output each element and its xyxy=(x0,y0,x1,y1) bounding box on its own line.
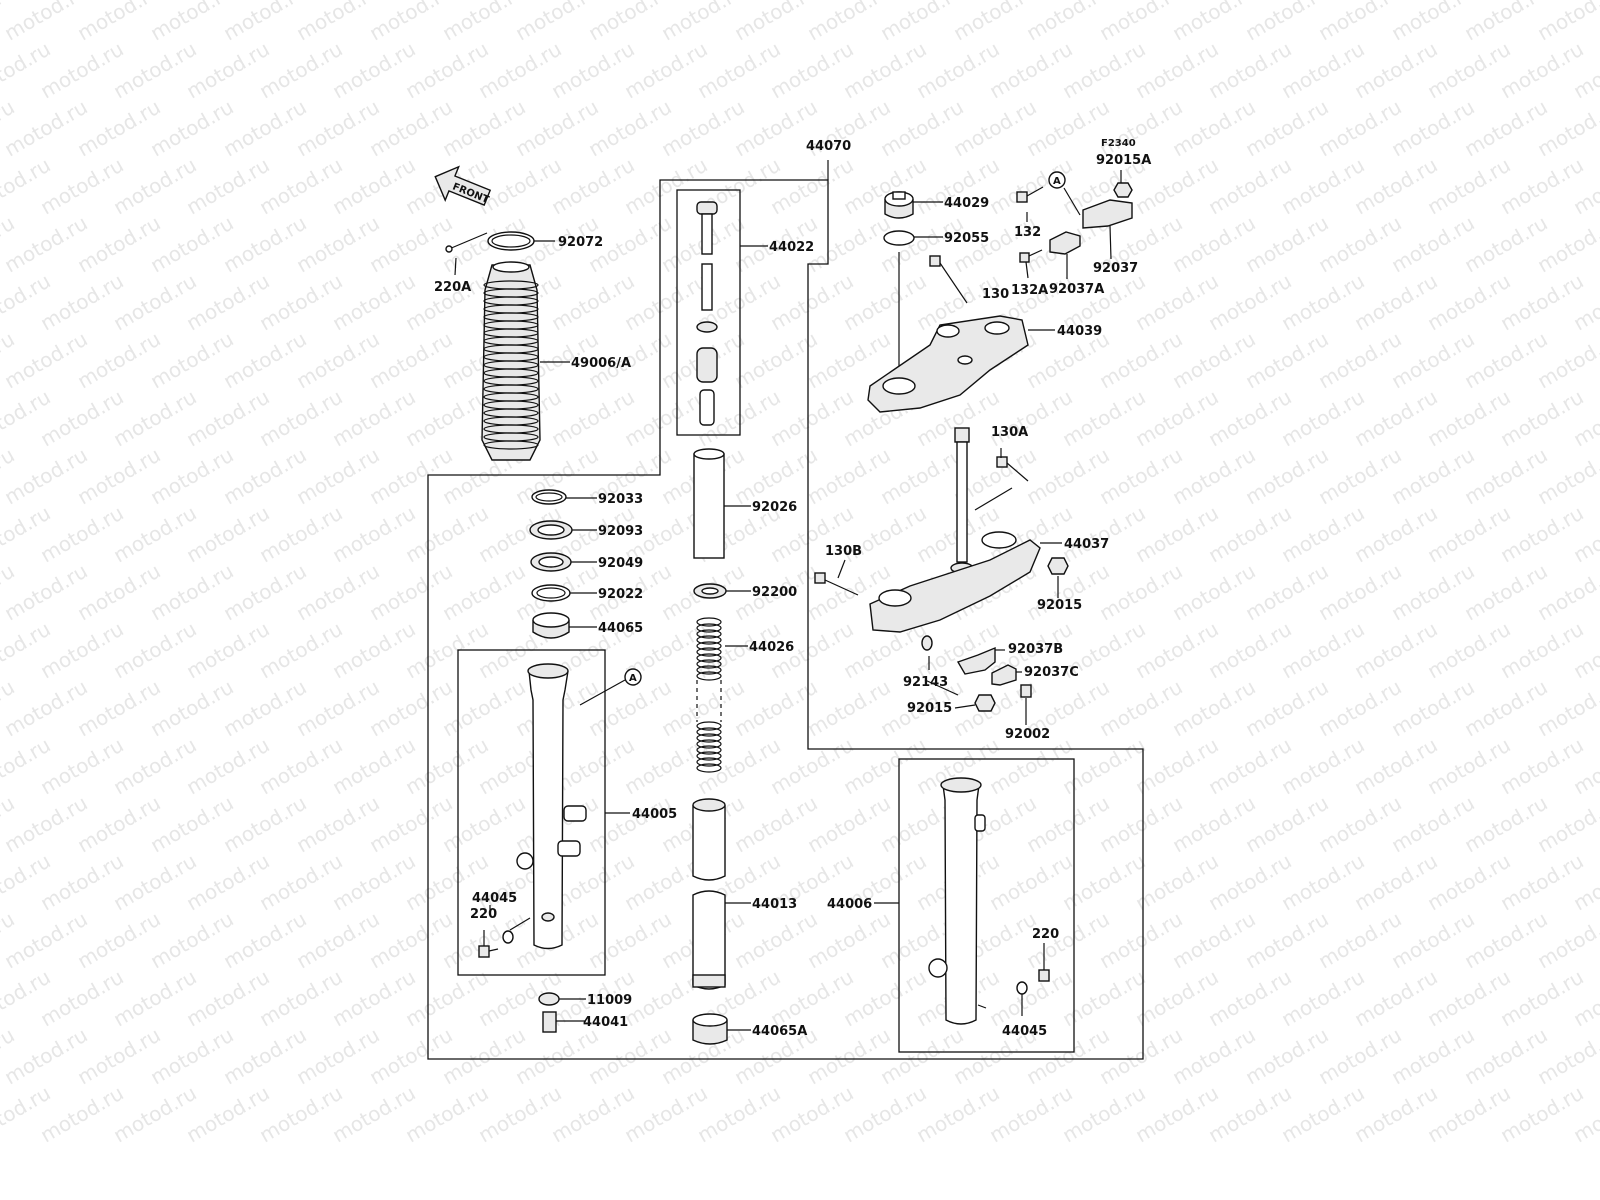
drain-bolt-44041 xyxy=(542,1011,557,1033)
callout-220b: 220 xyxy=(1032,927,1059,942)
bolt-92002 xyxy=(1020,684,1032,698)
callout-92049: 92049 xyxy=(598,556,643,571)
svg-text:A: A xyxy=(629,673,637,684)
inner-tube-92026 xyxy=(693,448,725,559)
bolt-220-left xyxy=(478,945,499,958)
o-ring-92055 xyxy=(883,230,915,246)
washer-11009 xyxy=(538,992,560,1006)
fork-assembly-outline xyxy=(427,179,1144,1060)
callout-92072: 92072 xyxy=(558,235,603,250)
callout-92055: 92055 xyxy=(944,231,989,246)
nut-92015 xyxy=(1047,557,1069,575)
callout-44065: 44065 xyxy=(598,621,643,636)
callout-labels: 44070 F2340 92015A 44029 92055 132 132A … xyxy=(434,138,1151,1039)
bolt-130 xyxy=(929,255,968,304)
callout-44037: 44037 xyxy=(1064,537,1109,552)
bracket-92037B xyxy=(956,646,996,675)
callout-130A: 130A xyxy=(991,425,1028,440)
callout-44045b: 44045 xyxy=(1002,1024,1047,1039)
callout-44039: 44039 xyxy=(1057,324,1102,339)
nut-92015A xyxy=(1113,182,1133,198)
callout-44045: 44045 xyxy=(472,891,517,906)
callout-F2340: F2340 xyxy=(1101,138,1136,149)
callout-92015: 92015 xyxy=(1037,598,1082,613)
washer-92143 xyxy=(921,635,933,651)
callout-44013: 44013 xyxy=(752,897,797,912)
bracket-92037 xyxy=(1082,199,1133,229)
bracket-92037A xyxy=(1049,231,1081,255)
bolt-130B xyxy=(814,572,859,596)
cap-bolt-44029 xyxy=(884,191,914,219)
damper-rod-44022 xyxy=(696,201,718,426)
ref-marker-A-right: A xyxy=(1048,171,1066,189)
washer-92200 xyxy=(693,583,727,599)
callout-132A: 132A xyxy=(1011,283,1048,298)
callout-44006: 44006 xyxy=(827,897,872,912)
inner-tube-44013 xyxy=(692,798,726,990)
spring-44026 xyxy=(696,617,722,773)
bolt-132 xyxy=(1016,186,1044,203)
callout-92037B: 92037B xyxy=(1008,642,1063,657)
damper-group-box xyxy=(676,189,741,436)
svg-text:A: A xyxy=(1053,176,1061,187)
callout-220A: 220A xyxy=(434,280,471,295)
callout-44065A: 44065A xyxy=(752,1024,807,1039)
callout-44026: 44026 xyxy=(749,640,794,655)
washer-44045-left xyxy=(502,930,514,944)
leader-lines xyxy=(454,170,1122,1031)
callout-49006A: 49006/A xyxy=(571,356,631,371)
circlip-92033 xyxy=(531,489,567,505)
clamp-92072 xyxy=(487,231,535,251)
callout-92002: 92002 xyxy=(1005,727,1050,742)
callout-92200: 92200 xyxy=(752,585,797,600)
washer-44045-right xyxy=(1016,981,1028,995)
screw-220A xyxy=(445,232,488,253)
bolt-220-right xyxy=(1038,969,1050,982)
nut-92015b xyxy=(974,694,996,712)
callout-92015A: 92015A xyxy=(1096,153,1151,168)
callout-92015b: 92015 xyxy=(907,701,952,716)
fork-boot-49006 xyxy=(481,261,541,461)
callout-130B: 130B xyxy=(825,544,862,559)
guide-bush-44065 xyxy=(532,612,570,639)
callout-92143: 92143 xyxy=(903,675,948,690)
bush-44065A xyxy=(692,1013,728,1045)
callout-92037: 92037 xyxy=(1093,261,1138,276)
lower-clamp-44037 xyxy=(869,531,1041,633)
callout-44029: 44029 xyxy=(944,196,989,211)
bracket-92037C xyxy=(991,664,1017,686)
callout-92033: 92033 xyxy=(598,492,643,507)
callout-92037C: 92037C xyxy=(1024,665,1079,680)
ref-marker-A-left: A xyxy=(579,668,642,706)
upper-clamp-44039 xyxy=(867,315,1029,413)
callout-220: 220 xyxy=(470,907,497,922)
callout-11009: 11009 xyxy=(587,993,632,1008)
outer-tube-44005 xyxy=(516,663,587,950)
bolt-132A xyxy=(1019,249,1043,263)
callout-92037A: 92037A xyxy=(1049,282,1104,297)
outer-tube-44006 xyxy=(928,777,987,1025)
callout-132: 132 xyxy=(1014,225,1041,240)
callout-44005: 44005 xyxy=(632,807,677,822)
washer-92022 xyxy=(531,584,571,602)
callout-92026: 92026 xyxy=(752,500,797,515)
callout-92022: 92022 xyxy=(598,587,643,602)
callout-44070: 44070 xyxy=(806,139,851,154)
right-outer-tube-box xyxy=(898,758,1075,1053)
front-arrow-icon: FRONT xyxy=(434,165,492,206)
dust-seal-92093 xyxy=(529,520,573,540)
steering-stem-44037 xyxy=(950,427,974,574)
callout-44022: 44022 xyxy=(769,240,814,255)
callout-44041: 44041 xyxy=(583,1015,628,1030)
callout-130: 130 xyxy=(982,287,1009,302)
oil-seal-92049 xyxy=(530,552,572,572)
bolt-130A xyxy=(974,456,1029,511)
callout-92093: 92093 xyxy=(598,524,643,539)
